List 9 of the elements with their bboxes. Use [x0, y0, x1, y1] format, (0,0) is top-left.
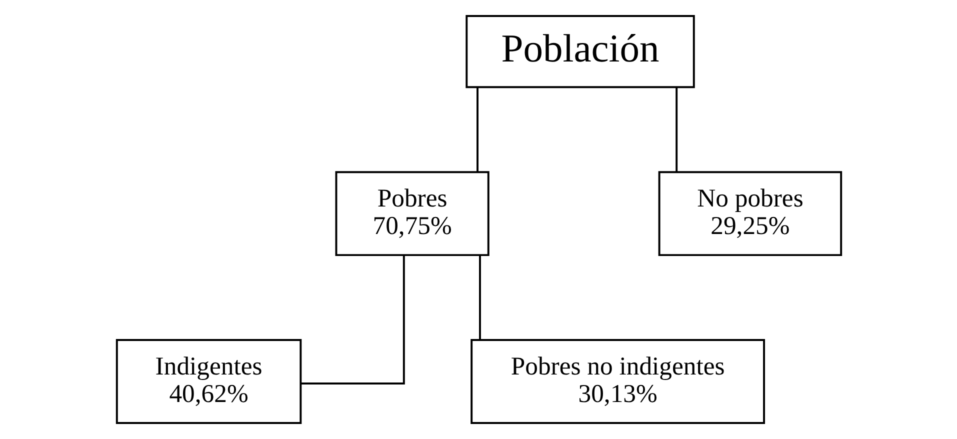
- node-box: Indigentes 40,62%: [115, 339, 302, 424]
- connector: [300, 256, 404, 384]
- node-box: Pobres 70,75%: [334, 171, 489, 256]
- connector: [476, 88, 478, 172]
- node-box: Población: [465, 14, 694, 88]
- node-box: No pobres 29,25%: [658, 171, 842, 256]
- connector: [675, 88, 678, 172]
- connector: [478, 255, 480, 340]
- node-box: Pobres no indigentes 30,13%: [470, 339, 765, 424]
